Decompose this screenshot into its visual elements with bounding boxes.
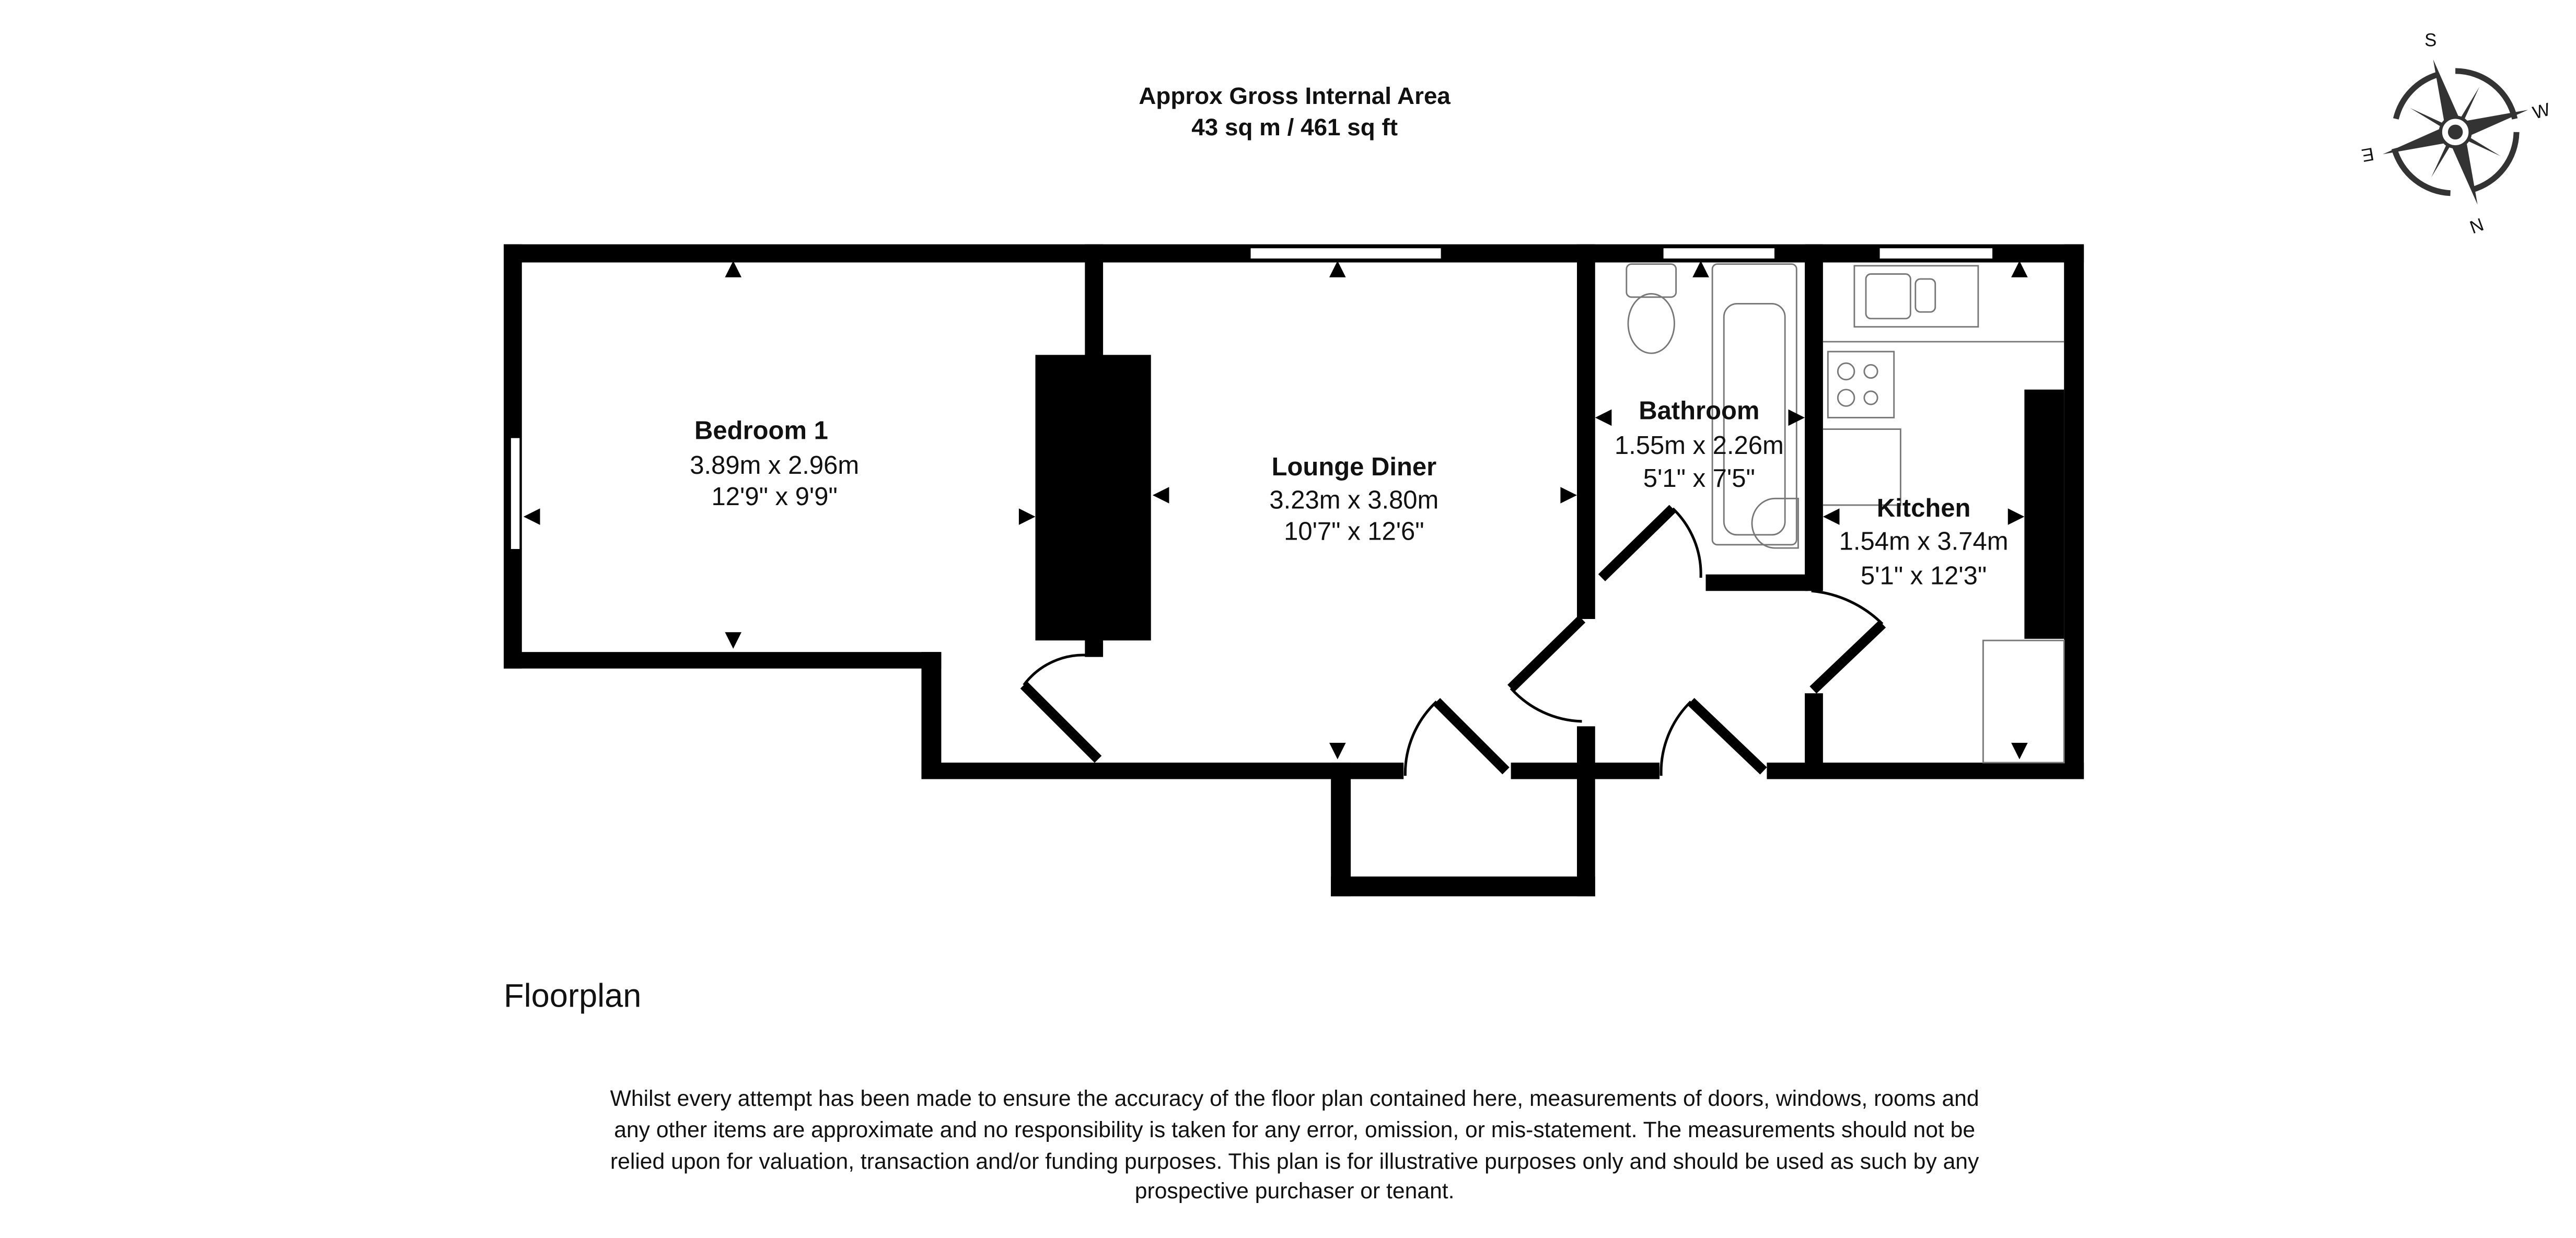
fixtures	[1626, 263, 2065, 764]
room-metric: 3.89m x 2.96m	[690, 451, 859, 480]
room-imperial: 5'1" x 7'5"	[1643, 464, 1755, 493]
disclaimer-line: Whilst every attempt has been made to en…	[610, 1086, 1979, 1111]
room-name: Kitchen	[1877, 494, 1971, 522]
room-imperial: 10'7" x 12'6"	[1284, 517, 1424, 545]
room-lounge-diner: Lounge Diner 3.23m x 3.80m 10'7" x 12'6"	[1269, 453, 1438, 545]
room-name: Bathroom	[1639, 397, 1759, 425]
basin-icon	[1751, 497, 1799, 549]
room-kitchen: Kitchen 1.54m x 3.74m 5'1" x 12'3"	[1839, 494, 2009, 590]
area-title: Approx Gross Internal Area	[1139, 83, 1451, 109]
disclaimer-line: relied upon for valuation, transaction a…	[610, 1149, 1979, 1174]
compass-e: E	[2360, 144, 2375, 165]
sink-icon	[1853, 265, 1979, 328]
compass-w: W	[2531, 100, 2552, 123]
room-name: Bedroom 1	[694, 417, 828, 445]
disclaimer-line: any other items are approximate and no r…	[614, 1117, 1975, 1142]
windows	[509, 247, 1994, 551]
room-imperial: 12'9" x 9'9"	[712, 483, 838, 511]
room-metric: 1.55m x 2.26m	[1615, 431, 1784, 460]
dimension-arrows	[523, 261, 2028, 760]
hob-icon	[1827, 351, 1895, 418]
room-bedroom-1: Bedroom 1 3.89m x 2.96m 12'9" x 9'9"	[690, 417, 859, 511]
room-metric: 3.23m x 3.80m	[1269, 486, 1438, 514]
room-bathroom: Bathroom 1.55m x 2.26m 5'1" x 7'5"	[1615, 397, 1784, 493]
area-value: 43 sq m / 461 sq ft	[1191, 114, 1398, 141]
doors	[1020, 505, 1886, 776]
toilet-icon	[1626, 263, 1677, 354]
room-imperial: 5'1" x 12'3"	[1861, 562, 1987, 590]
disclaimer: Whilst every attempt has been made to en…	[610, 1086, 1979, 1204]
disclaimer-line: prospective purchaser or tenant.	[1135, 1178, 1455, 1204]
compass-icon: S W N E	[2360, 30, 2552, 237]
room-metric: 1.54m x 3.74m	[1839, 527, 2009, 555]
floor-label: Floorplan	[504, 978, 641, 1014]
room-name: Lounge Diner	[1272, 453, 1437, 481]
compass-s: S	[2424, 30, 2436, 50]
compass-n: N	[2467, 214, 2486, 237]
